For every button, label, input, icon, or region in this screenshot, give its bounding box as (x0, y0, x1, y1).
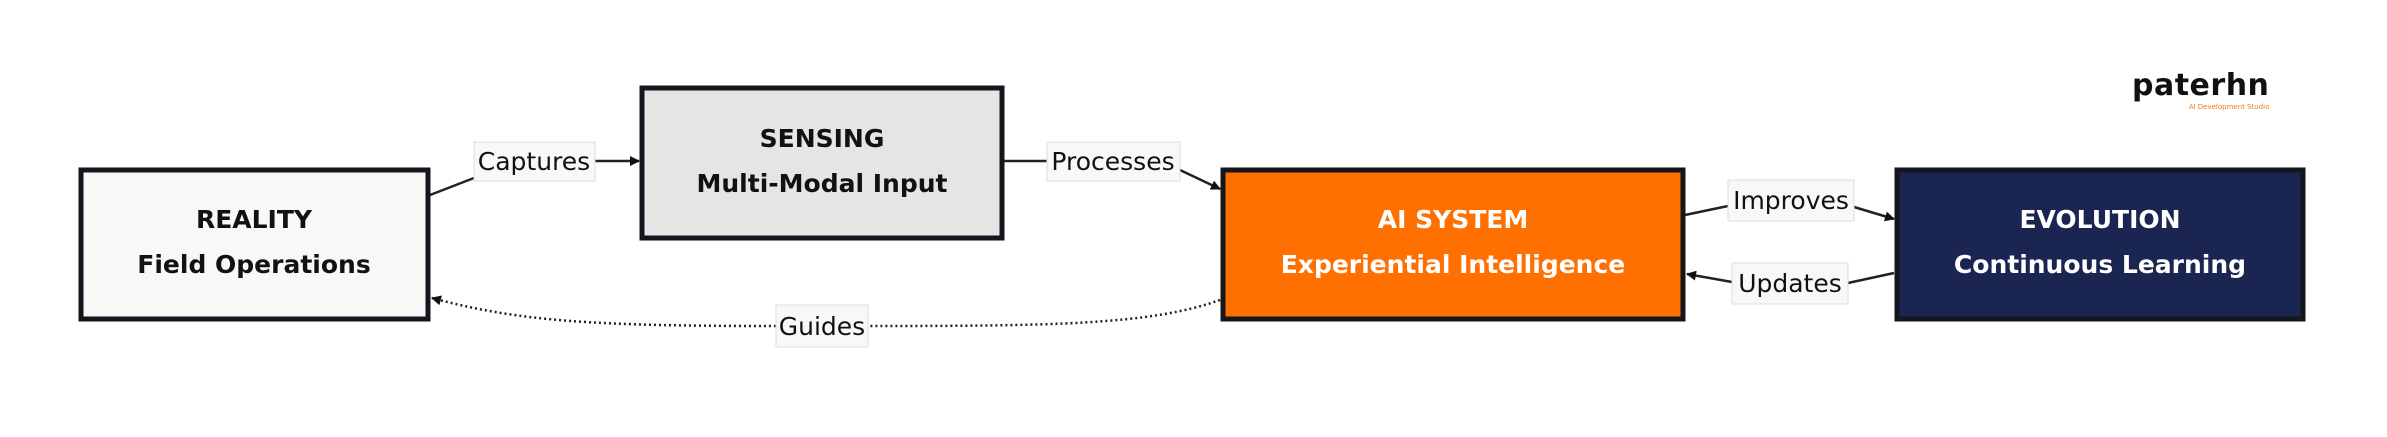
edge-updates (1687, 273, 1895, 283)
edge-processes (1003, 159, 1220, 189)
logo-tagline: AI Development Studio (2188, 103, 2270, 111)
node-sensing-title: SENSING (760, 124, 885, 153)
node-evolution[interactable]: EVOLUTION Continuous Learning (1894, 167, 2306, 322)
edge-label-updates-text: Updates (1738, 269, 1842, 298)
edge-label-improves: Improves (1727, 179, 1855, 222)
node-reality-title: REALITY (196, 205, 313, 234)
edge-improves (1684, 204, 1894, 219)
edge-label-updates: Updates (1731, 262, 1849, 305)
edge-label-guides-text: Guides (779, 312, 865, 341)
edge-label-improves-text: Improves (1733, 186, 1849, 215)
node-sensing[interactable]: SENSING Multi-Modal Input (639, 85, 1005, 241)
edge-label-processes: Processes (1046, 141, 1181, 182)
node-sensing-subtitle: Multi-Modal Input (697, 169, 948, 198)
node-ai-system-subtitle: Experiential Intelligence (1281, 250, 1626, 279)
logo-wordmark: paterhn (2132, 68, 2270, 103)
edge-label-guides: Guides (775, 304, 869, 348)
edge-label-captures: Captures (473, 141, 596, 182)
edge-label-captures-text: Captures (478, 147, 590, 176)
edge-guides (432, 298, 1221, 328)
node-evolution-title: EVOLUTION (2019, 205, 2180, 234)
node-reality-subtitle: Field Operations (137, 250, 370, 279)
node-evolution-subtitle: Continuous Learning (1954, 250, 2246, 279)
edge-captures (429, 161, 639, 197)
node-ai-system-title: AI SYSTEM (1378, 205, 1528, 234)
node-ai-system[interactable]: AI SYSTEM Experiential Intelligence (1220, 167, 1686, 322)
logo: paterhn AI Development Studio (2132, 68, 2270, 112)
node-reality[interactable]: REALITY Field Operations (78, 167, 431, 322)
edge-label-processes-text: Processes (1051, 147, 1174, 176)
